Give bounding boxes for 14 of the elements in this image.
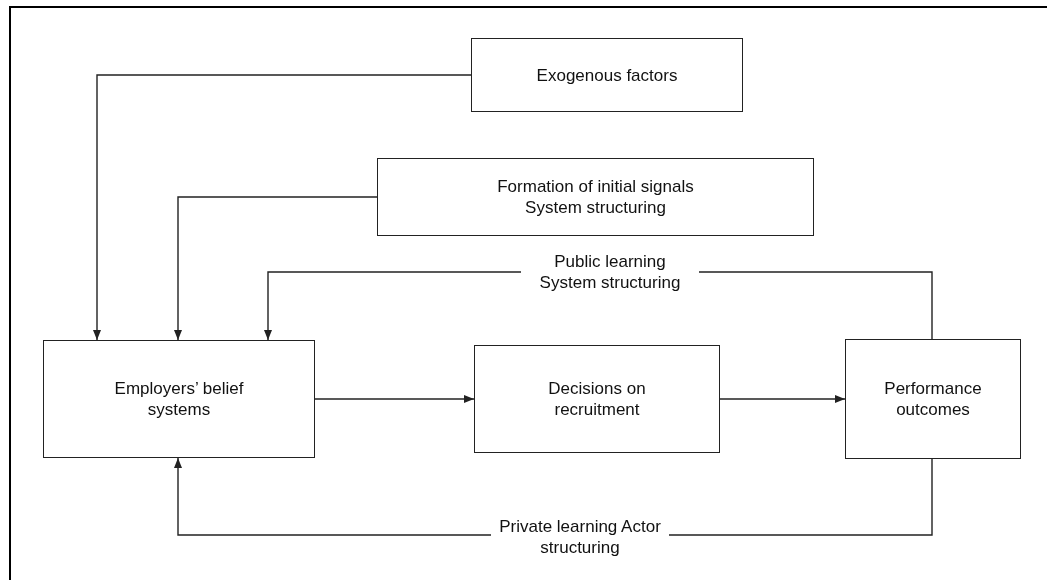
arrow xyxy=(719,395,846,403)
arrow xyxy=(174,196,378,341)
arrow xyxy=(314,395,475,403)
box-text: Exogenous factors xyxy=(536,64,678,86)
process-box xyxy=(471,38,743,112)
process-box xyxy=(377,158,814,236)
arrow xyxy=(93,74,472,341)
box-text: Employers’ belief systems xyxy=(113,378,245,420)
process-box xyxy=(43,340,315,458)
process-box xyxy=(474,345,720,453)
box-text: Decisions on recruitment xyxy=(547,378,647,420)
box-text: Formation of initial signals System structuring xyxy=(496,176,695,218)
box-text: Performance outcomes xyxy=(883,378,983,420)
process-box xyxy=(845,339,1021,459)
